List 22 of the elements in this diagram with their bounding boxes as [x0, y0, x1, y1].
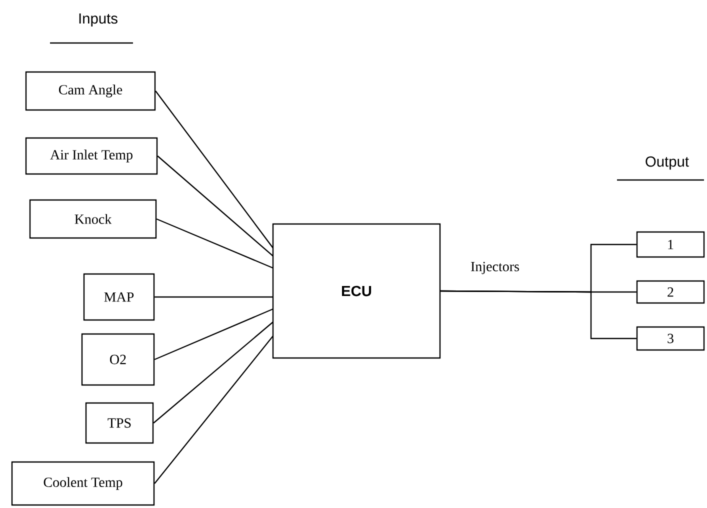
input-box: O2 — [81, 333, 155, 386]
connector-line — [154, 296, 273, 298]
input-box: MAP — [83, 273, 155, 321]
output-box: 1 — [636, 231, 705, 258]
connector-line — [440, 290, 636, 340]
connector-line — [155, 90, 274, 248]
input-box: Knock — [29, 199, 157, 239]
ecu-box: ECU — [272, 223, 441, 359]
connector-line — [156, 218, 274, 269]
output-box: 3 — [636, 326, 705, 351]
connector-line — [154, 308, 274, 360]
connector-line — [153, 322, 274, 424]
connector-line — [154, 336, 274, 484]
connector-line — [157, 156, 274, 256]
output-box: 2 — [636, 280, 705, 304]
input-box: Cam Angle — [25, 71, 156, 111]
input-box: Coolent Temp — [11, 461, 155, 506]
input-box: Air Inlet Temp — [25, 137, 158, 175]
heading: Inputs — [50, 13, 133, 44]
edge-label: Injectors — [469, 260, 521, 276]
heading: Output — [617, 156, 704, 181]
input-box: TPS — [85, 402, 154, 444]
